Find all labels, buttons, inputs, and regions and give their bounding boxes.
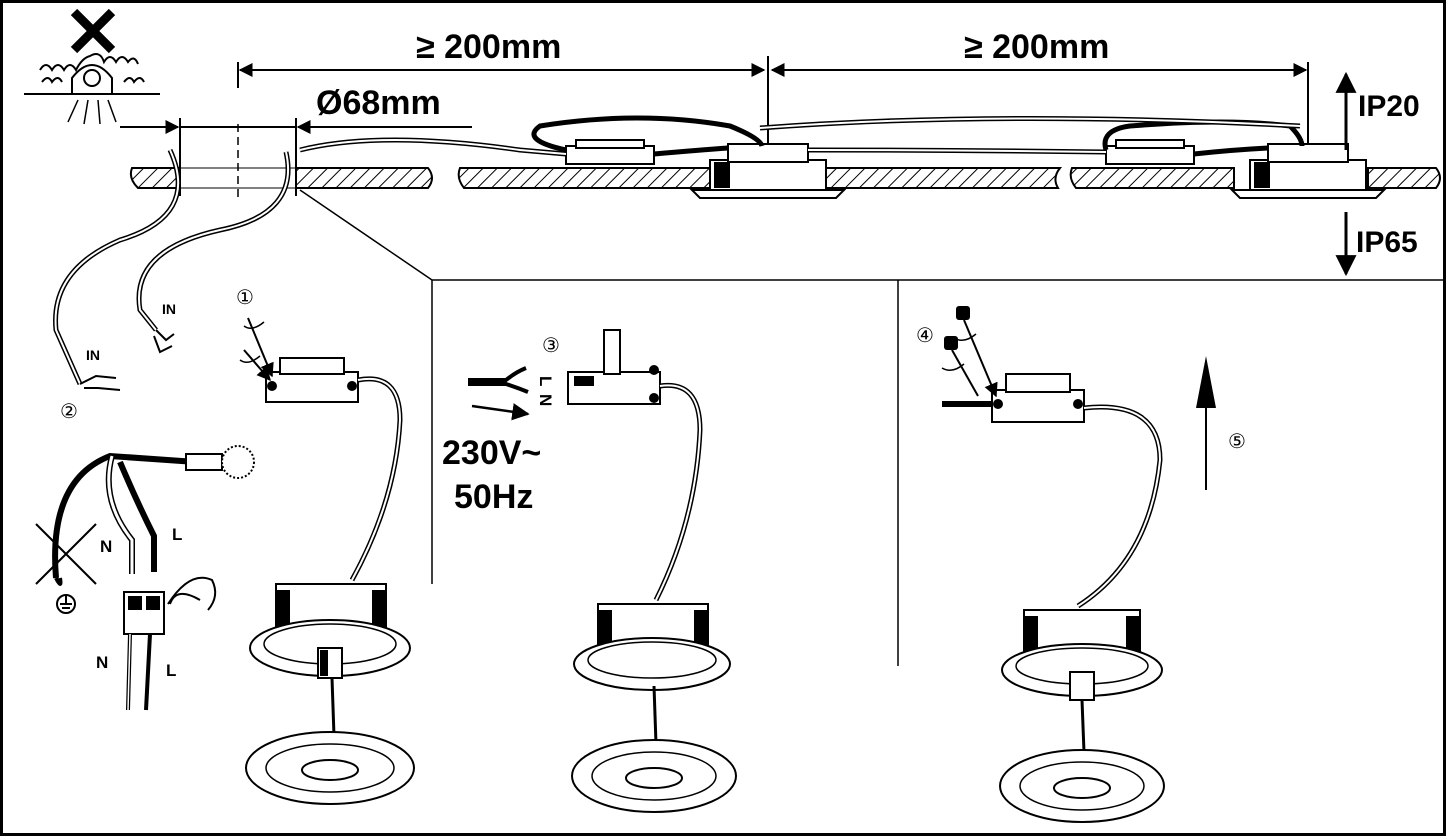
screw-icon: [941, 306, 998, 398]
wire-detail: [35, 445, 255, 586]
terminal-l-label: L: [166, 661, 176, 680]
step-5-marker: ⑤: [1228, 429, 1246, 453]
input-label-right: IN: [162, 301, 176, 317]
push-terminal: [123, 576, 217, 711]
voltage-label: 230V~: [442, 434, 541, 472]
step-1-marker: ①: [236, 285, 254, 309]
live-wire-label: L: [172, 525, 182, 544]
driver-box-closed: [942, 373, 1085, 423]
downlight-fixture-3: [999, 609, 1165, 823]
neutral-wire-label: N: [100, 537, 112, 556]
terminal-n-label: N: [96, 653, 108, 672]
downlight-fixture-1: [245, 583, 415, 805]
up-arrow-icon: [1196, 356, 1216, 490]
supply-n-label: N: [536, 394, 555, 406]
ip20-label: IP20: [1358, 90, 1420, 123]
earth-ground-icon: [56, 594, 76, 614]
screwdriver-icon: [239, 317, 274, 382]
spacing-right-label: ≥ 200mm: [964, 28, 1109, 66]
ip65-label: IP65: [1356, 226, 1418, 259]
step-2-marker: ②: [60, 399, 78, 423]
supply-l-label: L: [536, 376, 555, 386]
input-label-left: IN: [86, 347, 100, 363]
ceiling-section: [129, 167, 1441, 189]
step-4-marker: ④: [916, 323, 934, 347]
driver-box-open: [567, 329, 661, 405]
ceiling-light-left: [565, 139, 847, 199]
frequency-label: 50Hz: [454, 478, 533, 516]
ceiling-light-right: [1105, 139, 1387, 199]
no-insulation-icon: [24, 8, 160, 125]
driver-box-1: [265, 357, 359, 403]
hole-diameter-label: Ø68mm: [316, 84, 441, 122]
step-3-marker: ③: [542, 333, 560, 357]
panel-dividers: [299, 189, 1446, 666]
downlight-fixture-2: [571, 603, 737, 813]
supply-wire: [468, 366, 530, 421]
spacing-left-label: ≥ 200mm: [416, 28, 561, 66]
